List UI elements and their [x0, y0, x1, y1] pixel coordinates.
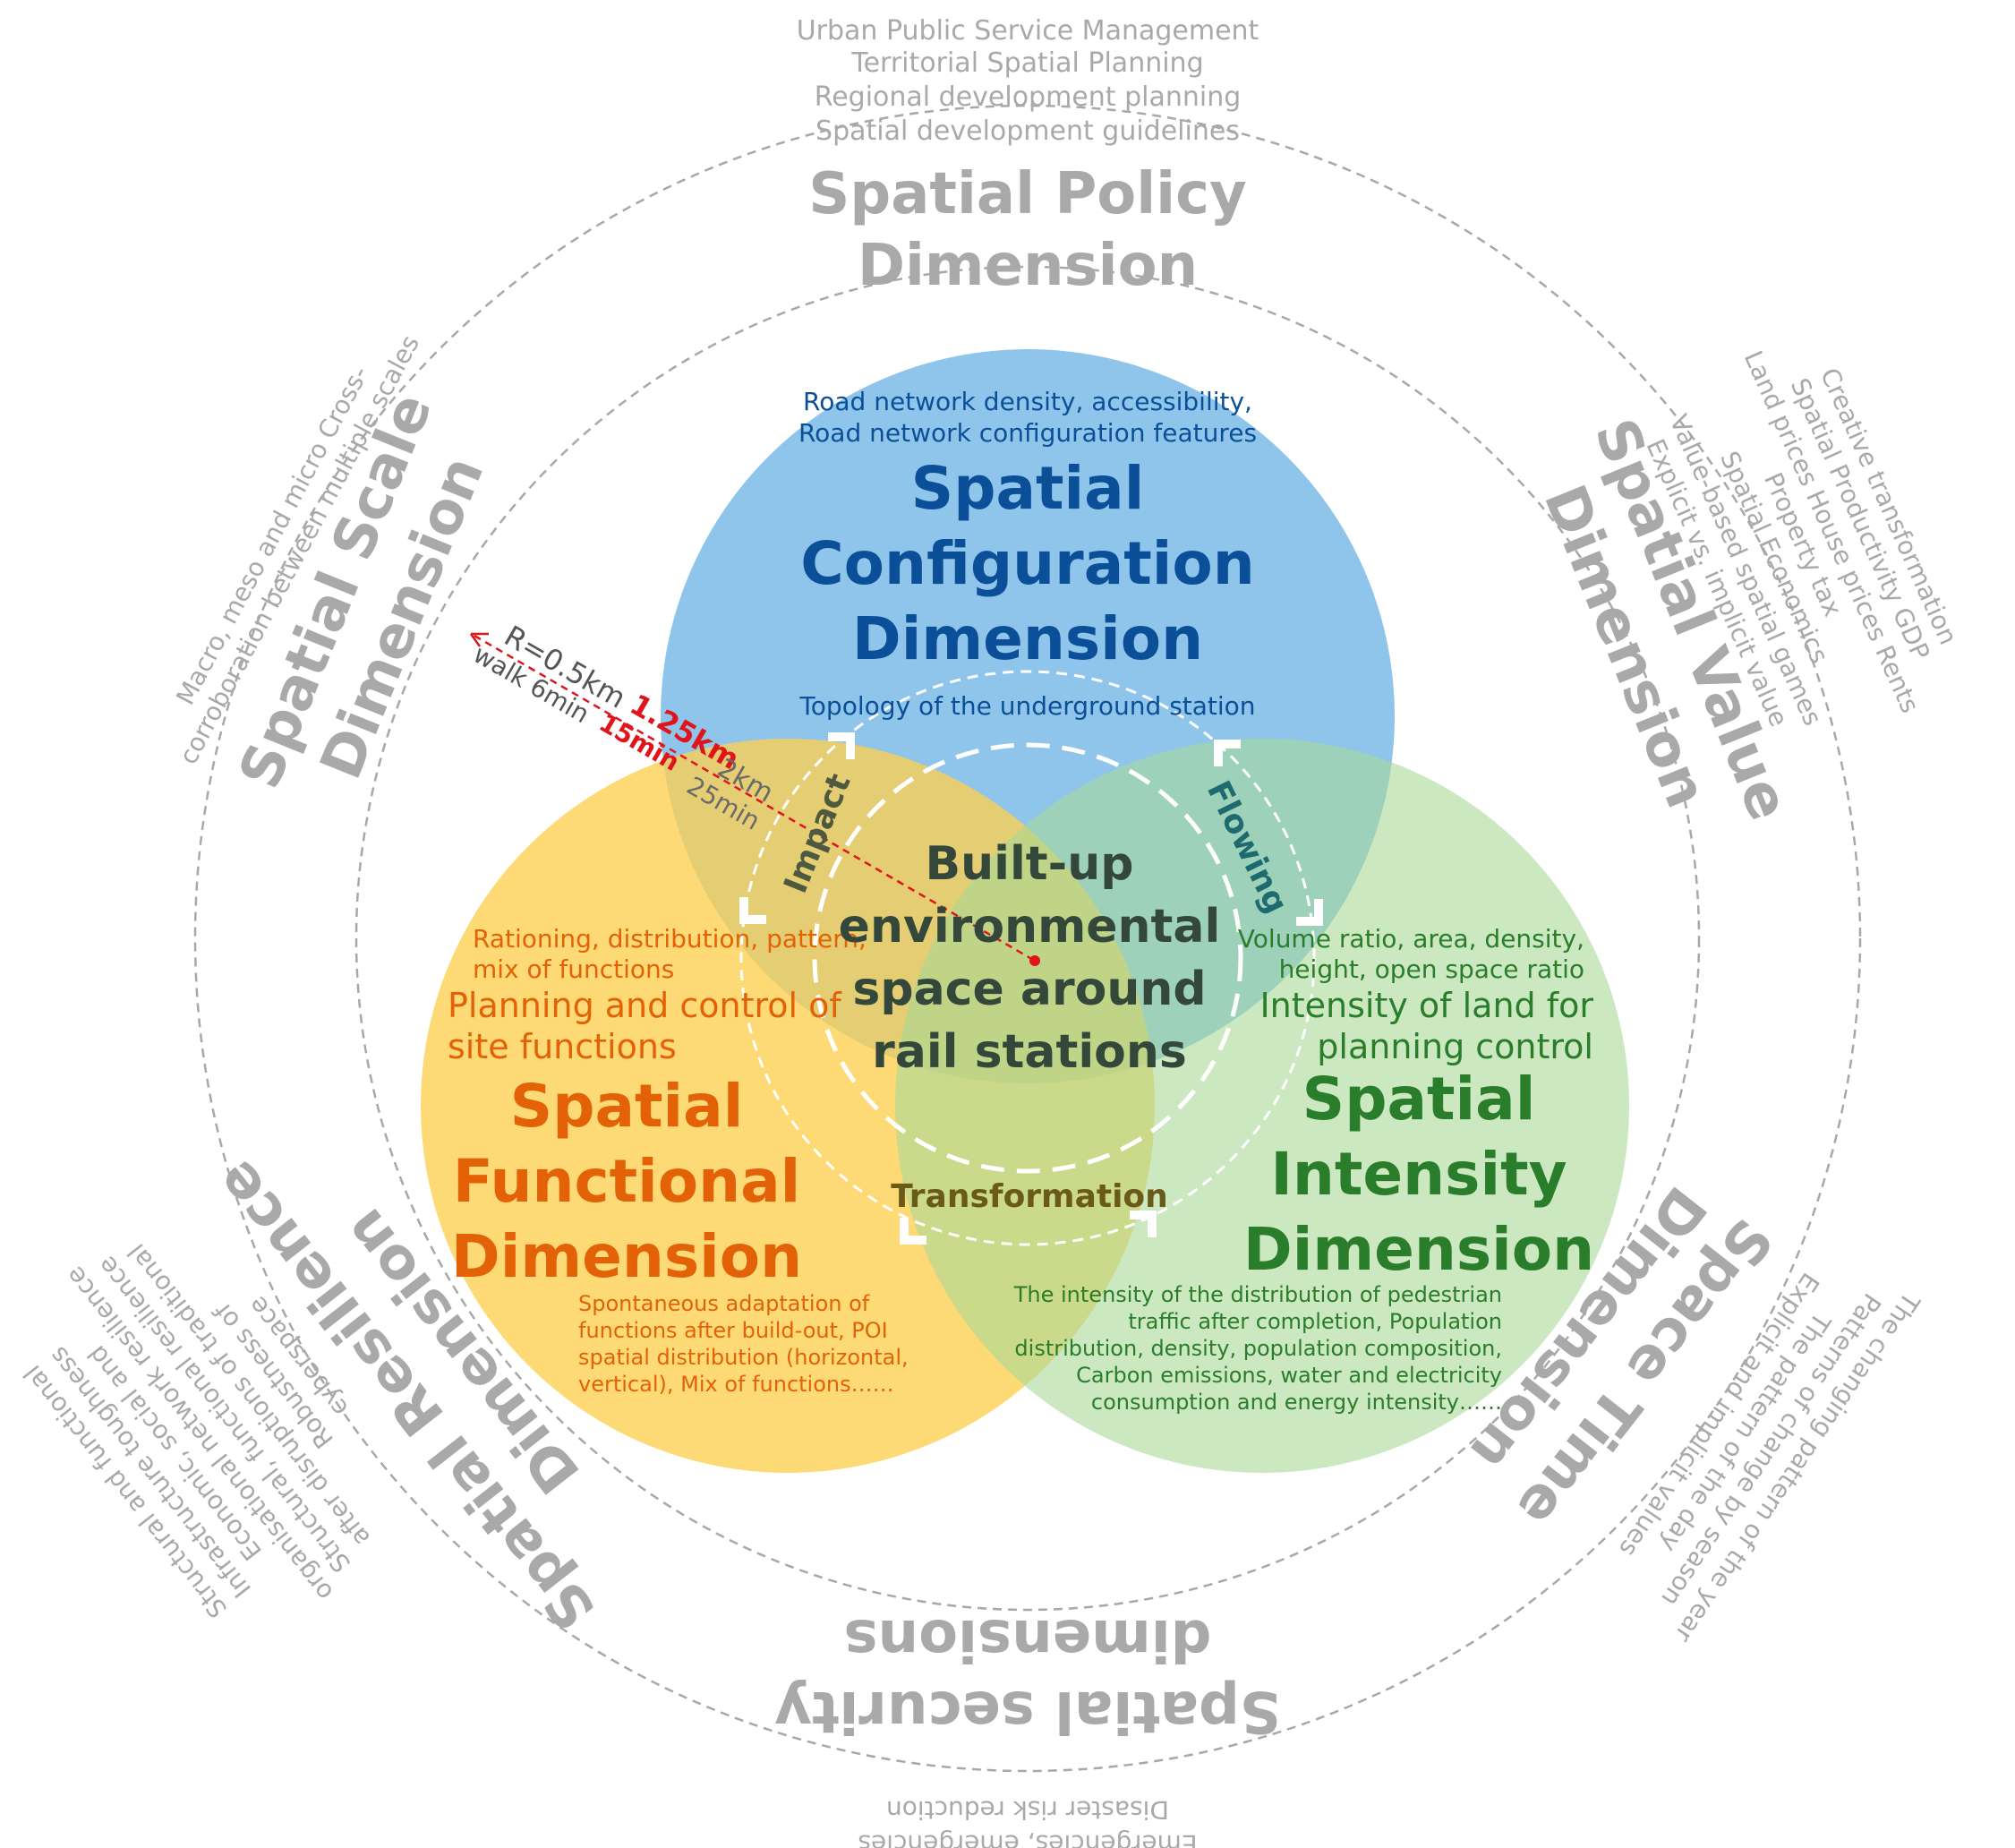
security-item: Emergencies, emergencies — [858, 1829, 1197, 1848]
flow-label-transformation: Transformation — [891, 1178, 1168, 1215]
center-title-line4: rail stations — [872, 1025, 1187, 1079]
functional-note-line3: spatial distribution (horizontal, — [578, 1345, 909, 1370]
intensity-note-line3: distribution, density, population compos… — [1014, 1336, 1502, 1361]
arrowhead-impact-bottom — [739, 897, 766, 924]
intensity-sub1-line1: Volume ratio, area, density, — [1238, 924, 1584, 954]
functional-title-line3: Dimension — [451, 1222, 802, 1291]
configuration-subtitle-line2: Road network configuration features — [798, 418, 1257, 448]
security-title-line1: Spatial security — [774, 1678, 1281, 1744]
intensity-circle — [895, 739, 1629, 1473]
functional-note-line1: Spontaneous adaptation of — [578, 1291, 870, 1316]
configuration-title-line3: Dimension — [852, 604, 1203, 673]
policy-items: Urban Public Service Management Territor… — [797, 15, 1259, 147]
outer-dashed-ring — [193, 104, 1862, 1773]
configuration-title-line2: Configuration — [800, 529, 1255, 598]
center-point — [1029, 955, 1040, 966]
intensity-sub2-line2: planning control — [1317, 1027, 1593, 1066]
policy-item: Regional development planning — [815, 81, 1242, 113]
functional-sub1-line2: mix of functions — [473, 954, 674, 984]
configuration-subtitle-line1: Road network density, accessibility, — [803, 387, 1252, 416]
inner-dashed-circle-small — [812, 742, 1243, 1174]
radius-line — [474, 634, 1036, 962]
arrowhead-transform-left — [900, 1218, 926, 1245]
functional-sub2-line2: site functions — [448, 1027, 677, 1066]
policy-item: Urban Public Service Management — [797, 15, 1259, 47]
intensity-note-line1: The intensity of the distribution of ped… — [1013, 1282, 1502, 1307]
policy-title-line1: Spatial Policy — [808, 161, 1246, 227]
functional-note-line4: vertical), Mix of functions…… — [578, 1372, 894, 1397]
configuration-topology: Topology of the underground station — [798, 691, 1255, 721]
policy-item: Territorial Spatial Planning — [850, 47, 1203, 79]
intensity-note-line4: Carbon emissions, water and electricity — [1076, 1363, 1502, 1388]
arrowhead-impact-top — [828, 732, 855, 759]
functional-sub2-line1: Planning and control of — [448, 986, 842, 1025]
center-title-line3: space around — [852, 962, 1206, 1016]
policy-item: Spatial development guidelines — [815, 116, 1240, 147]
intensity-sub2-line1: Intensity of land for — [1259, 986, 1593, 1025]
intensity-title-line2: Intensity — [1270, 1140, 1567, 1209]
functional-sub1-line1: Rationing, distribution, pattern, — [473, 924, 867, 954]
arrowhead-flowing-bottom — [1296, 899, 1323, 926]
configuration-title-line1: Spatial — [911, 454, 1145, 523]
intensity-title-line3: Dimension — [1243, 1215, 1594, 1284]
arrowhead-transform-right — [1130, 1211, 1157, 1237]
intensity-sub1-line2: height, open space ratio — [1279, 954, 1584, 984]
security-title-line2: dimensions — [843, 1606, 1211, 1673]
intensity-note-line5: consumption and energy intensity…… — [1091, 1390, 1502, 1415]
intensity-note-line2: traffic after completion, Population — [1128, 1309, 1502, 1334]
center-title-line2: environmental — [839, 900, 1221, 954]
functional-title-line2: Functional — [453, 1147, 801, 1216]
policy-title-line2: Dimension — [858, 233, 1198, 299]
security-item: Disaster risk reduction — [886, 1795, 1169, 1825]
inner-dashed-circle-large — [739, 670, 1316, 1246]
flow-arrowheads — [739, 732, 1323, 1245]
inner-dashed-ring — [354, 265, 1701, 1612]
arrowhead-flowing-top — [1214, 740, 1241, 766]
functional-title-line1: Spatial — [510, 1072, 744, 1141]
center-title-line1: Built-up — [926, 837, 1134, 891]
radius-arrowhead — [469, 632, 489, 647]
intensity-title-line1: Spatial — [1302, 1065, 1536, 1134]
functional-note-line2: functions after build-out, POI — [578, 1318, 888, 1343]
